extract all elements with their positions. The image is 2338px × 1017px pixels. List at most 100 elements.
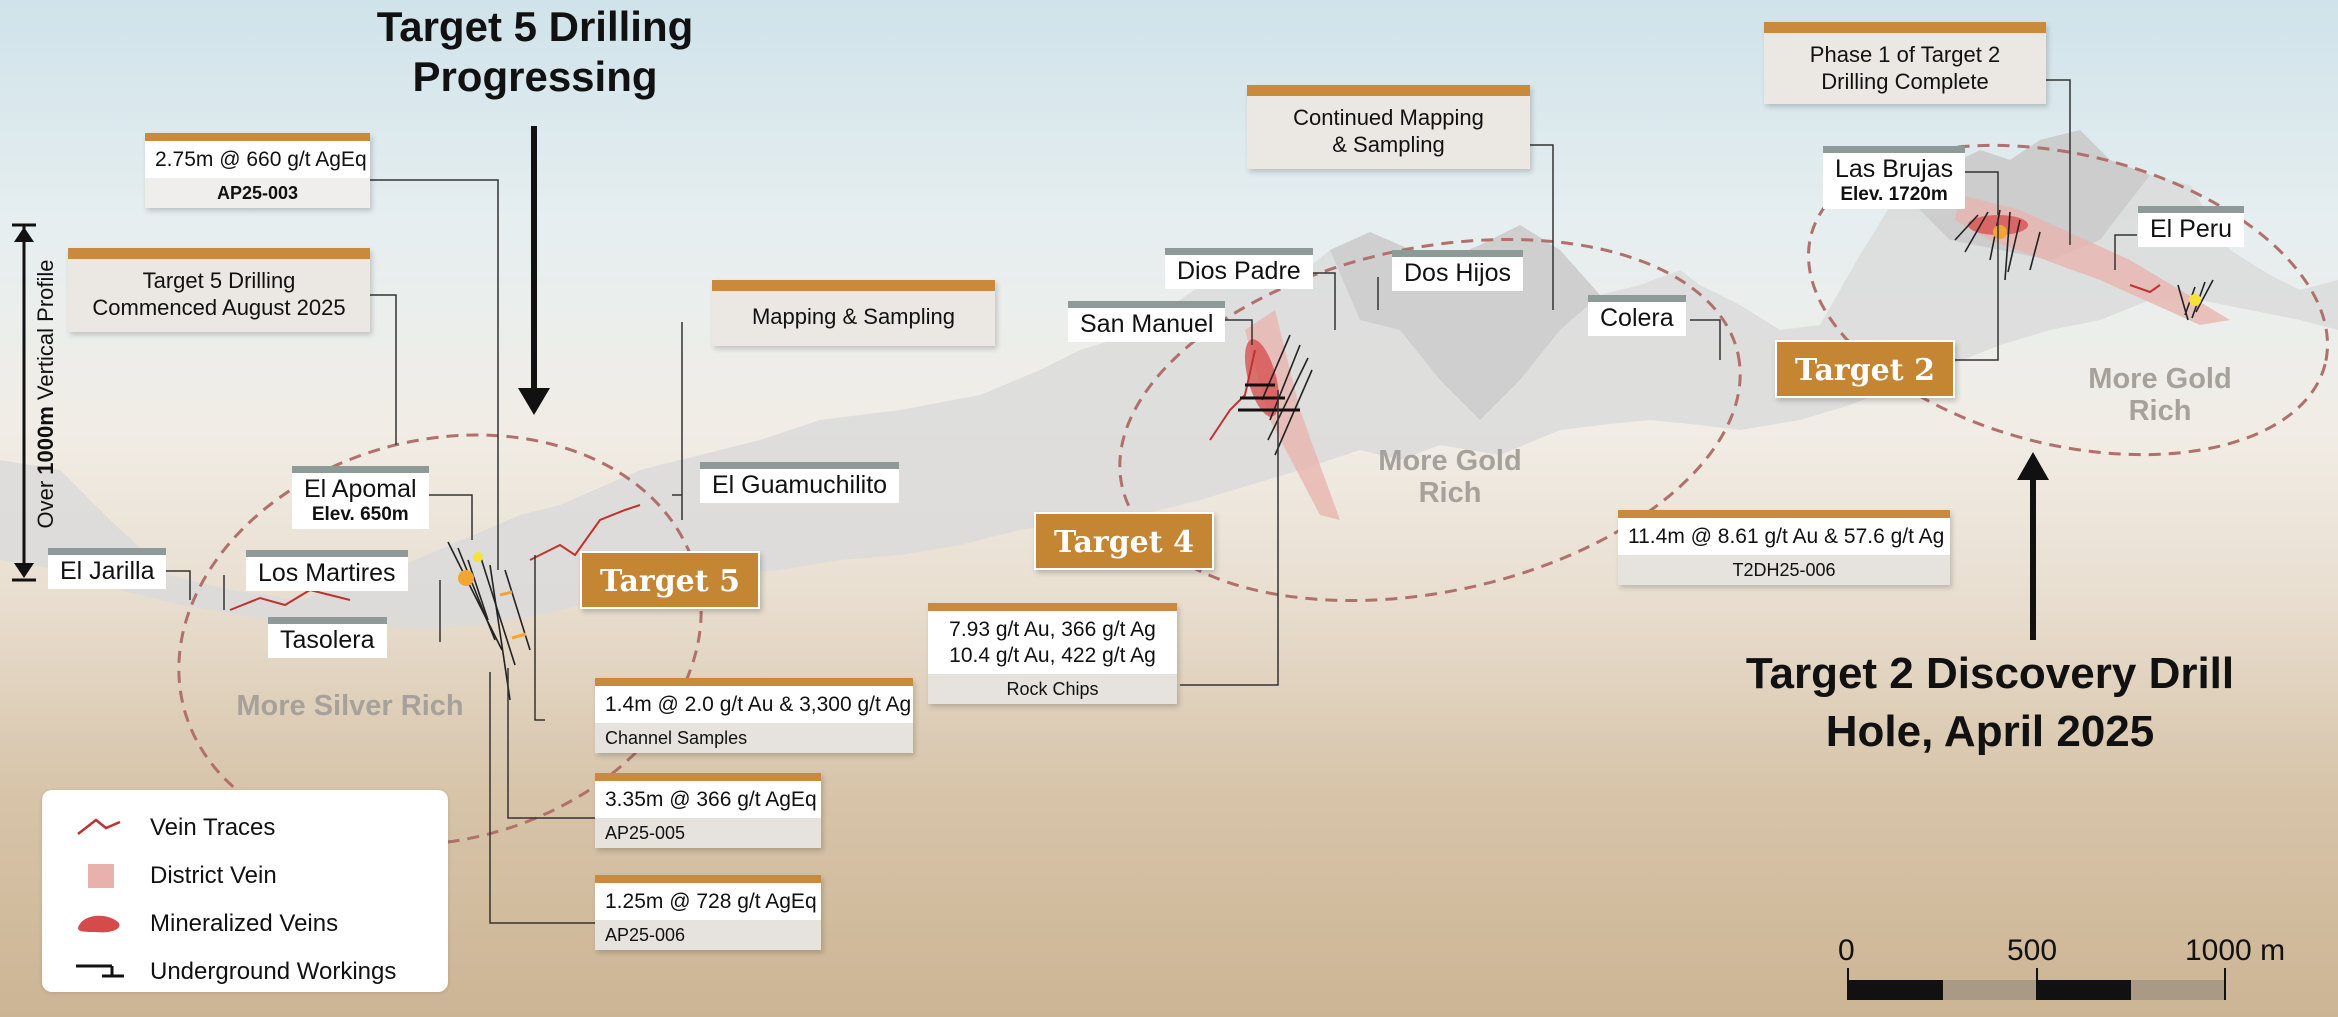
- target5-tag-label: Target 5: [600, 564, 740, 599]
- legend: Vein Traces District Vein Mineralized Ve…: [42, 790, 448, 992]
- callout-target5-commenced-line2: Commenced August 2025: [92, 295, 346, 320]
- location-dios-padre: Dios Padre: [1165, 248, 1313, 289]
- location-el-jarilla: El Jarilla: [48, 548, 167, 589]
- scale-bar: [1847, 968, 2226, 1000]
- scale-tick-500-label: 500: [2007, 934, 2058, 967]
- callout-continued-mapping: Continued Mapping & Sampling: [1247, 85, 1530, 169]
- assay-ap25-006-value: 1.25m @ 728 g/t AgEq: [605, 890, 817, 913]
- vein-traces-icon: [77, 818, 121, 835]
- target2-tag: Target 2: [1775, 340, 1955, 398]
- scale-tick-1000-label: 1000 m: [2185, 934, 2286, 967]
- assay-channel-samples: 1.4m @ 2.0 g/t Au & 3,300 g/t Ag Channel…: [595, 678, 913, 753]
- callout-continued-mapping-line1: Continued Mapping: [1293, 105, 1484, 130]
- assay-ap25-003-source: AP25-003: [145, 178, 370, 208]
- legend-underground-workings-label: Underground Workings: [150, 958, 397, 985]
- assay-rock-chips-source: Rock Chips: [928, 674, 1177, 704]
- target4-tag: Target 4: [1034, 512, 1214, 570]
- assay-ap25-006-source: AP25-006: [595, 920, 821, 950]
- target2-headline: Target 2 Discovery Drill Hole, April 202…: [1730, 645, 2250, 761]
- legend-row-district-vein: District Vein: [42, 856, 448, 896]
- assay-rock-chips-value1: 7.93 g/t Au, 366 g/t Ag: [949, 618, 1156, 641]
- assay-ap25-005: 3.35m @ 366 g/t AgEq AP25-005: [595, 773, 821, 848]
- location-el-peru: El Peru: [2138, 206, 2244, 247]
- vertical-profile-suffix: Vertical Profile: [33, 259, 58, 407]
- assay-ap25-006: 1.25m @ 728 g/t AgEq AP25-006: [595, 875, 821, 950]
- drill-intercept-target5: [473, 552, 483, 562]
- callout-continued-mapping-line2: & Sampling: [1332, 132, 1445, 157]
- drill-collar-elperu: [2189, 294, 2201, 306]
- drill-intercept-mark-1: [499, 590, 513, 597]
- legend-row-underground-workings: Underground Workings: [42, 952, 448, 992]
- location-el-apomal-label: El Apomal: [304, 475, 417, 503]
- mountain-profile: [0, 130, 2338, 630]
- location-dios-padre-label: Dios Padre: [1177, 257, 1301, 285]
- location-las-brujas: Las Brujas Elev. 1720m: [1823, 146, 1966, 209]
- target5-headline-line1: Target 5 Drilling: [376, 3, 694, 50]
- target5-tag: Target 5: [580, 551, 760, 609]
- assay-channel-source: Channel Samples: [595, 723, 913, 753]
- target2-headline-line2: Hole, April 2025: [1825, 707, 2155, 756]
- legend-district-vein-label: District Vein: [150, 862, 277, 889]
- location-las-brujas-label: Las Brujas: [1835, 155, 1954, 183]
- assay-ap25-003-value: 2.75m @ 660 g/t AgEq: [155, 148, 367, 171]
- callout-phase1-target2: Phase 1 of Target 2 Drilling Complete: [1764, 22, 2046, 104]
- vein-trace-target4: [1209, 349, 1256, 441]
- legend-vein-traces-label: Vein Traces: [150, 814, 276, 841]
- assay-ap25-005-value: 3.35m @ 366 g/t AgEq: [605, 788, 817, 811]
- location-el-apomal: El Apomal Elev. 650m: [292, 466, 429, 529]
- target4-tag-label: Target 4: [1054, 525, 1194, 560]
- assay-ap25-005-source: AP25-005: [595, 818, 821, 848]
- legend-mineralized-veins-label: Mineralized Veins: [150, 910, 339, 937]
- zone-label-gold1-line1: More Gold: [1378, 445, 1522, 477]
- vein-trace-west: [229, 588, 351, 611]
- zone-label-silver-rich-text: More Silver Rich: [236, 690, 464, 722]
- underground-workings-icon: [76, 964, 124, 978]
- drill-holes-target5: [447, 541, 531, 701]
- location-el-guamuchilito-label: El Guamuchilito: [712, 471, 888, 499]
- assay-t2dh25-006: 11.4m @ 8.61 g/t Au & 57.6 g/t Ag T2DH25…: [1618, 510, 1950, 585]
- callout-target5-commenced-line1: Target 5 Drilling: [142, 268, 296, 293]
- location-colera-label: Colera: [1600, 304, 1674, 332]
- vertical-profile-prefix: Over: [33, 474, 58, 529]
- vertical-profile-label: Over 1000m Vertical Profile: [33, 229, 63, 559]
- assay-rock-chips-value2: 10.4 g/t Au, 422 g/t Ag: [949, 644, 1156, 667]
- callout-mapping-sampling-text: Mapping & Sampling: [751, 304, 955, 329]
- arrow-target5-down: [518, 126, 550, 415]
- assay-ap25-003: 2.75m @ 660 g/t AgEq AP25-003: [145, 133, 370, 208]
- scale-tick-500: 500: [2007, 934, 2057, 968]
- callout-phase1-line2: Drilling Complete: [1821, 69, 1989, 94]
- vertical-profile-bold: 1000m: [33, 406, 58, 475]
- zone-label-silver-rich: More Silver Rich: [220, 690, 480, 722]
- location-el-guamuchilito: El Guamuchilito: [700, 462, 900, 503]
- callout-phase1-line1: Phase 1 of Target 2: [1809, 42, 2001, 67]
- vein-trace-target5: [529, 504, 641, 561]
- vertical-profile-arrow-head-top: [14, 227, 34, 242]
- location-el-apomal-elevation: Elev. 650m: [311, 504, 409, 525]
- district-vein-icon: [88, 864, 114, 888]
- callout-mapping-sampling: Mapping & Sampling: [712, 280, 995, 346]
- zone-label-gold1-line2: Rich: [1418, 477, 1482, 509]
- zone-label-gold-rich-target4: More Gold Rich: [1340, 445, 1560, 509]
- location-el-jarilla-label: El Jarilla: [60, 557, 155, 585]
- assay-t2dh25-006-value: 11.4m @ 8.61 g/t Au & 57.6 g/t Ag: [1628, 525, 1945, 548]
- location-dos-hijos: Dos Hijos: [1392, 250, 1523, 291]
- location-dos-hijos-label: Dos Hijos: [1404, 259, 1511, 287]
- target2-tag-label: Target 2: [1795, 353, 1935, 388]
- scale-tick-0: 0: [1838, 934, 1855, 968]
- zone-label-gold2-line2: Rich: [2128, 395, 2192, 427]
- zone-gold-rich-target2: [1806, 143, 2330, 457]
- location-colera: Colera: [1588, 295, 1686, 336]
- assay-rock-chips: 7.93 g/t Au, 366 g/t Ag 10.4 g/t Au, 422…: [928, 603, 1177, 704]
- scale-tick-1000: 1000 m: [2185, 934, 2285, 968]
- mineralized-veins-icon: [78, 915, 120, 933]
- target5-headline: Target 5 Drilling Progressing: [345, 2, 725, 103]
- drill-holes-target4: [1261, 334, 1313, 456]
- target5-headline-line2: Progressing: [412, 53, 658, 101]
- location-las-brujas-elevation: Elev. 1720m: [1840, 184, 1948, 205]
- scale-tick-0-label: 0: [1838, 934, 1855, 967]
- location-los-martires: Los Martires: [246, 550, 408, 591]
- location-san-manuel-label: San Manuel: [1080, 310, 1214, 338]
- drill-collar-target2: [1993, 225, 2007, 239]
- legend-row-vein-traces: Vein Traces: [42, 808, 448, 848]
- location-tasolera-label: Tasolera: [280, 626, 375, 654]
